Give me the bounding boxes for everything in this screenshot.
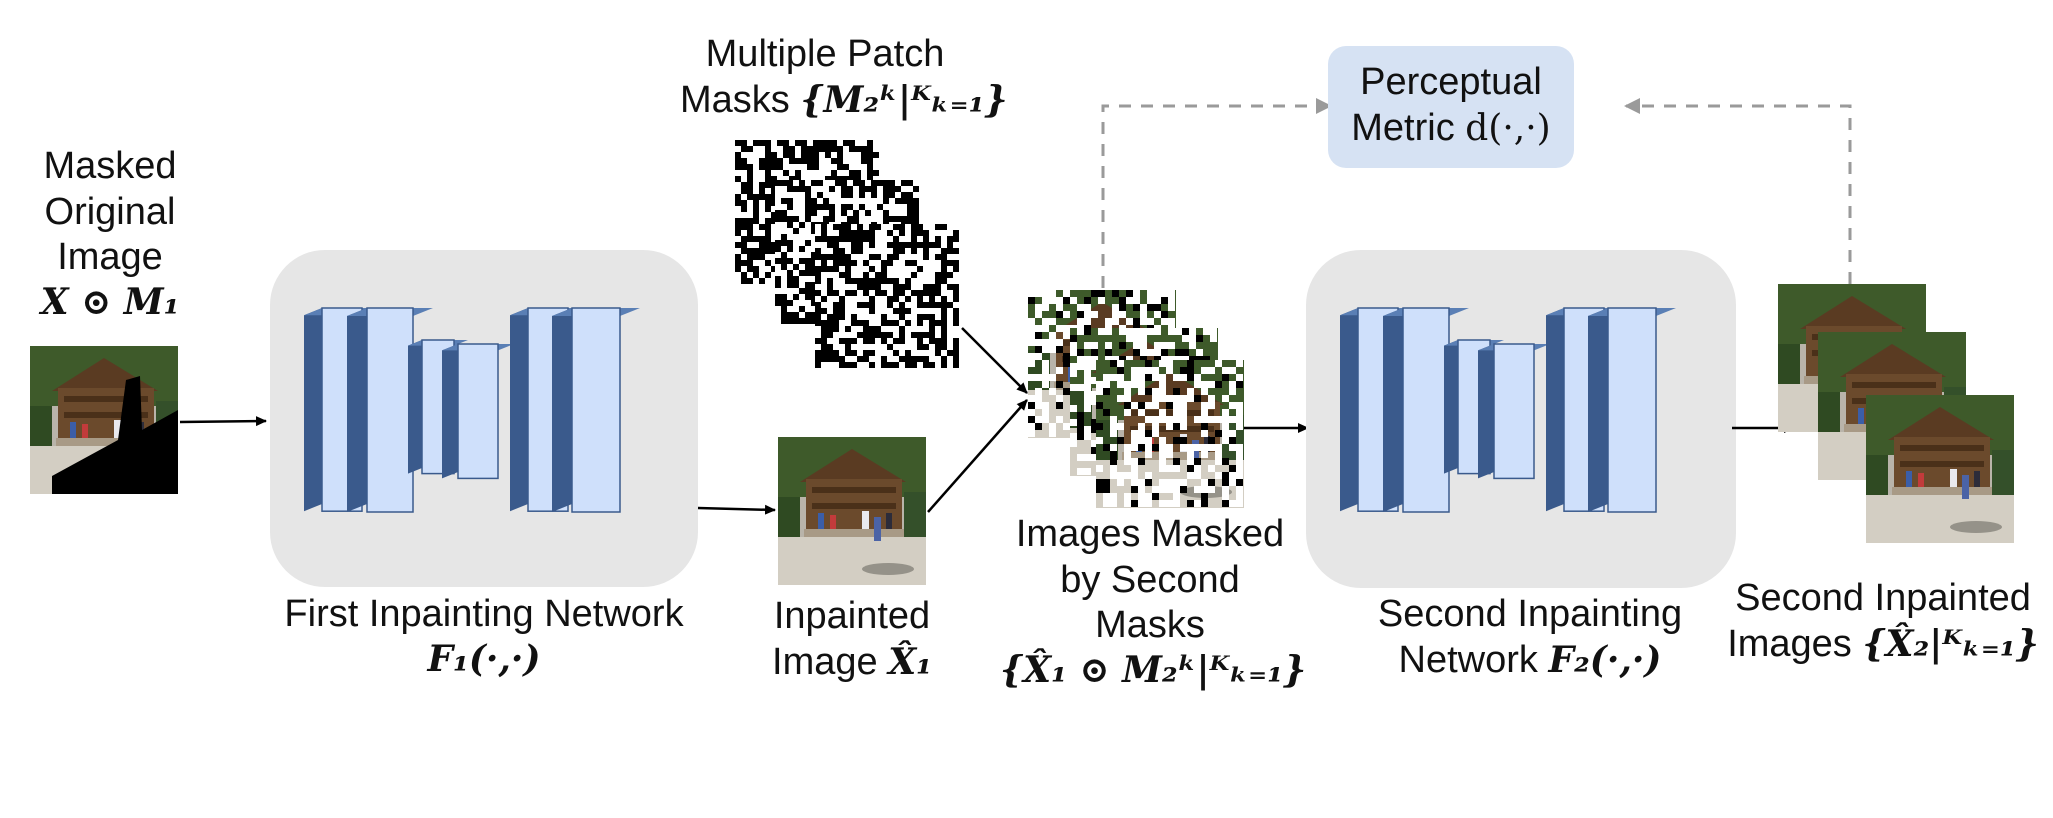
- second-inpainting-network: [1306, 250, 1736, 588]
- bottleneck-layer-2: [442, 343, 514, 480]
- patch-masks-stack: [735, 140, 963, 372]
- masked-original-label: Masked Original Image X ⊙ M₁: [40, 145, 180, 323]
- dashed-arrow-to-metric-left: [1101, 98, 1332, 288]
- second-inpainted-label: Second Inpainted Images {X̂₂|ᴷₖ₌₁}: [1727, 577, 2039, 665]
- patch-mask: [1096, 360, 1243, 507]
- second-net-label: Second Inpainting Network F₂(·,·): [1377, 593, 1683, 681]
- bottleneck-layer-2: [1478, 343, 1550, 480]
- patch-mask: [815, 224, 963, 372]
- masked-original-image: [30, 346, 178, 494]
- masked-second-label: Images Masked by Second Masks {X̂₁ ⊙ M₂ᵏ…: [1000, 513, 1307, 691]
- arrow-to-inpainted: [697, 504, 776, 515]
- dashed-arrow-to-metric-right: [1624, 98, 1852, 284]
- arrow-masks-to-masked: [961, 327, 1028, 394]
- encoder-layer-2: [347, 307, 433, 513]
- perceptual-metric-box: [1328, 46, 1574, 168]
- inpainted-image: [778, 437, 926, 585]
- arrow-to-first-net: [179, 416, 267, 427]
- patch-masks-label: Multiple Patch Masks {M₂ᵏ|ᴷₖ₌₁}: [680, 33, 1008, 121]
- arrow-inpainted-to-masked: [927, 399, 1028, 513]
- first-inpainting-network: [270, 250, 698, 587]
- decoder-layer-2: [1588, 307, 1676, 513]
- inpainted-label: Inpainted Image X̂₁: [772, 595, 932, 683]
- second-inpainted-images-stack: [1778, 284, 2014, 543]
- masked-second-images-stack: [1028, 290, 1244, 508]
- perceptual-metric-label: Perceptual Metric d(·,·): [1351, 61, 1551, 149]
- first-net-label: First Inpainting Network F₁(·,·): [284, 593, 684, 680]
- encoder-layer-2: [1383, 307, 1469, 513]
- decoder-layer-2: [552, 307, 640, 513]
